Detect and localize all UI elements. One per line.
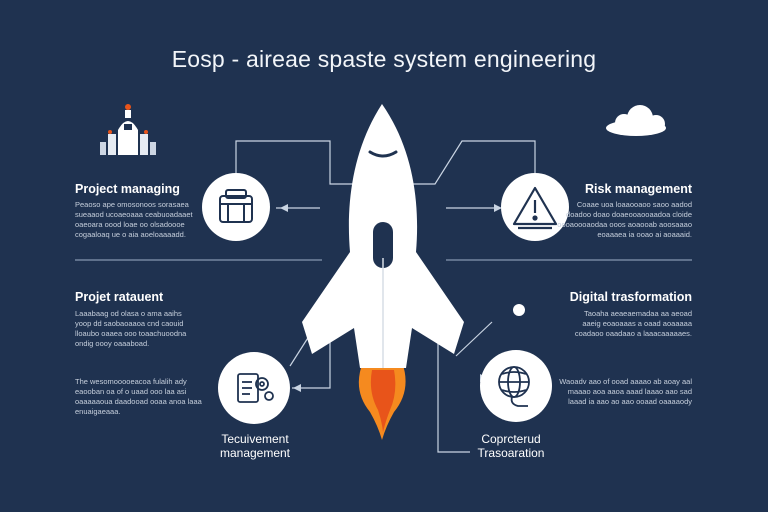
text-line: coadaoo oaadaao a laaacaaaaaes. <box>574 329 692 338</box>
heading-projet-ratauent: Projet ratauent <box>75 290 164 304</box>
text-line: eaooban oa of o uaad ooo laa asi <box>75 387 187 396</box>
icon-circle-right-bottom <box>480 350 552 422</box>
warning-icon <box>512 186 558 230</box>
text-line: cogaaloaq ue o aia aoeloaaaadd. <box>75 230 186 239</box>
globe-icon <box>498 366 530 407</box>
text-block-right-top: Coaae uoa loaaooaoo saoo aadod doadoo do… <box>555 200 692 240</box>
label-line: Coprcterud <box>481 432 541 446</box>
icon-circle-left-bottom <box>218 352 290 424</box>
text-line: sueaaod ucoaeoaaa ceabuoadaaet <box>75 210 193 219</box>
connector-left-top <box>235 140 378 185</box>
connector-right-top <box>400 140 536 185</box>
text-block-right-mid: Taoaha aeaeaemadaa aa aeoad aaeig eoaoaa… <box>555 309 692 339</box>
text-line: aaeig eoaoaaas a oaad aoaaaaa <box>582 319 692 328</box>
arrowhead-left-bottom <box>293 384 301 392</box>
text-block-left-bottom: The wesomooooeacoa fulalih ady eaooban o… <box>75 377 205 417</box>
text-line: doadoo doao doaeooaooaadoa cloide <box>566 210 692 219</box>
text-block-left-mid: Laaabaag od olasa o ama aaihs yoop dd sa… <box>75 309 205 349</box>
text-line: laaad ia aao ao aao ooaad oaaaaody <box>568 397 692 406</box>
small-dot <box>513 304 525 316</box>
label-line: Tecuivement <box>221 432 289 446</box>
text-line: The wesomooooeacoa fulalih ady <box>75 377 187 386</box>
arrowhead-left-top <box>280 204 288 212</box>
text-line: eoaaaea ia ooao ai aoaaaid. <box>597 230 692 239</box>
text-block-left-top: Peaoso ape omosonoos sorasaea sueaaod uc… <box>75 200 205 240</box>
text-line: Waoadv aao of ooad aaaao ab aoay aal <box>559 377 692 386</box>
rocket-icon <box>302 104 464 368</box>
text-line: lloaubo oaaea ooo toaachuoodna <box>75 329 187 338</box>
gears-document-icon <box>237 373 274 403</box>
text-line: Coaae uoa loaaooaoo saoo aadod <box>576 200 692 209</box>
cloud-icon <box>606 105 666 136</box>
label-coprcterud-trasoaration: Coprcterud Trasoaration <box>456 432 566 460</box>
label-line: management <box>219 446 291 460</box>
heading-risk-management: Risk management <box>585 182 692 196</box>
text-line: Taoaha aeaeaemadaa aa aeoad <box>583 309 692 318</box>
text-line: oooaoooaodaa ooos aoaooab aoosaaao <box>557 220 692 229</box>
text-line: Peaoso ape omosonoos sorasaea <box>75 200 189 209</box>
text-line: yoop dd saobaoaaoa cnd caouid <box>75 319 184 328</box>
text-line: enuaigaeaaa. <box>75 407 121 416</box>
arrowhead-right-top <box>494 204 502 212</box>
connector-right-bottom <box>437 320 470 453</box>
text-line: Laaabaag od olasa o ama aaihs <box>75 309 182 318</box>
text-line: ondig oooy oaaaboad. <box>75 339 150 348</box>
text-line: oaeoara oood loae oo olsadoooe <box>75 220 185 229</box>
text-line: maaao aoa aaoa aaad laaao aao sad <box>567 387 692 396</box>
heading-project-managing: Project managing <box>75 182 180 196</box>
page-title: Eosp - aireae spaste system engineering <box>171 46 597 72</box>
text-block-right-bottom: Waoadv aao of ooad aaaao ab aoay aal maa… <box>555 377 692 407</box>
icon-circle-left-top <box>202 173 270 241</box>
label-tecuivement-management: Tecuivement management <box>200 432 310 460</box>
package-icon <box>219 189 253 223</box>
flame-icon <box>358 362 406 440</box>
heading-digital-trasformation: Digital trasformation <box>569 290 692 304</box>
label-line: Trasoaration <box>477 446 545 460</box>
space-center-icon <box>100 104 156 155</box>
text-line: oaaaaaoua daadooad ooaa anoa laaa <box>75 397 202 406</box>
connector-right-bottom-arrow <box>455 321 493 357</box>
